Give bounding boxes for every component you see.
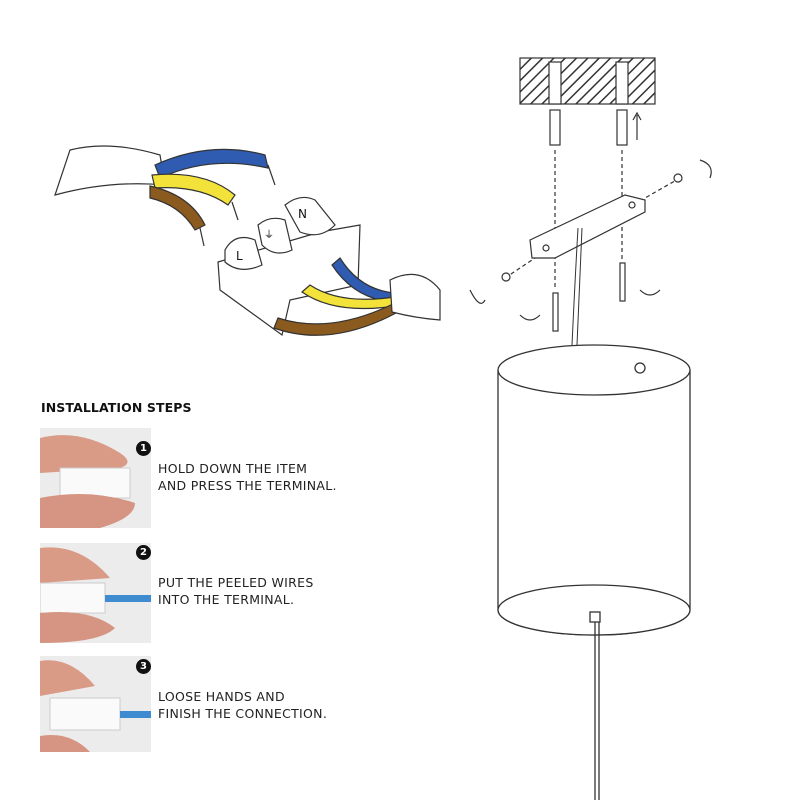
wiring-illustration: L ⏚ N <box>54 145 441 337</box>
terminal-label-neutral: N <box>298 207 307 221</box>
mounting-bracket <box>529 194 646 259</box>
step-3-number-badge: 3 <box>136 659 151 674</box>
step-1-photo <box>40 428 151 528</box>
terminal-label-earth: ⏚ <box>264 229 274 241</box>
wire-brown <box>149 185 206 231</box>
step-3-photo <box>40 656 151 752</box>
step-2-photo <box>40 543 151 643</box>
step-1-line-2: AND PRESS THE TERMINAL. <box>158 478 337 493</box>
ceiling <box>519 57 656 105</box>
step-2-line-1: PUT THE PEELED WIRES <box>158 575 314 590</box>
screw-icon <box>552 292 559 332</box>
cable-sheath-right <box>389 273 441 321</box>
step-1-number-badge: 1 <box>136 441 151 456</box>
step-1-line-1: HOLD DOWN THE ITEM <box>158 461 308 476</box>
step-3-text: LOOSE HANDS AND FINISH THE CONNECTION. <box>158 688 327 722</box>
screw-icon <box>673 173 683 183</box>
instructions-title: INSTALLATION STEPS <box>41 400 192 415</box>
step-2-text: PUT THE PEELED WIRES INTO THE TERMINAL. <box>158 574 314 608</box>
wire-blue <box>154 148 269 179</box>
wall-plug-icon <box>549 109 561 146</box>
wall-plug-icon <box>616 109 628 146</box>
terminal-label-live: L <box>236 249 243 263</box>
step-2-line-2: INTO THE TERMINAL. <box>158 592 295 607</box>
step-1-text: HOLD DOWN THE ITEM AND PRESS THE TERMINA… <box>158 460 337 494</box>
screw-icon <box>501 272 511 282</box>
step-2-number-badge: 2 <box>136 545 151 560</box>
wire-yellow <box>151 173 236 206</box>
fixture-wire <box>571 227 583 346</box>
cable-sheath-left <box>54 145 166 196</box>
step-3-line-2: FINISH THE CONNECTION. <box>158 706 328 721</box>
step-3-line-1: LOOSE HANDS AND <box>158 689 285 704</box>
lamp-canopy <box>497 344 691 800</box>
screw-icon <box>619 262 626 302</box>
ceiling-mount <box>469 57 712 346</box>
